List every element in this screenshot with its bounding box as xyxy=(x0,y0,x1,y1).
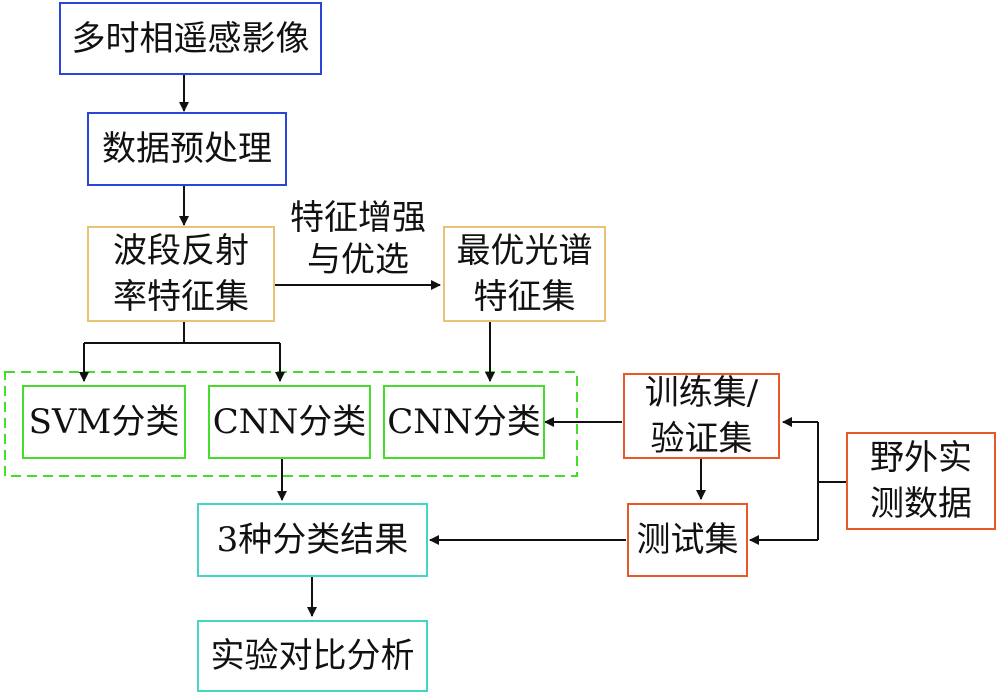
optimal-spectral-feature-node: 最优光谱 特征集 xyxy=(443,226,606,322)
test-set-node: 测试集 xyxy=(627,503,748,577)
cnn-classification-node-1: CNN分类 xyxy=(208,385,371,459)
classifier-group-frame xyxy=(4,371,578,477)
train-validation-set-node: 训练集/ 验证集 xyxy=(623,373,780,459)
classification-results-node: 3种分类结果 xyxy=(197,503,428,577)
feature-enhance-label: 特征增强 与优选 xyxy=(290,198,426,280)
data-preprocessing-node: 数据预处理 xyxy=(87,112,287,186)
experimental-comparison-node: 实验对比分析 xyxy=(197,620,428,692)
cnn-classification-node-2: CNN分类 xyxy=(383,385,545,459)
svm-classification-node: SVM分类 xyxy=(22,385,186,459)
multi-temporal-imagery-node: 多时相遥感影像 xyxy=(59,2,322,75)
field-measured-data-node: 野外实 测数据 xyxy=(846,432,996,530)
band-reflectance-feature-node: 波段反射 率特征集 xyxy=(87,226,275,322)
